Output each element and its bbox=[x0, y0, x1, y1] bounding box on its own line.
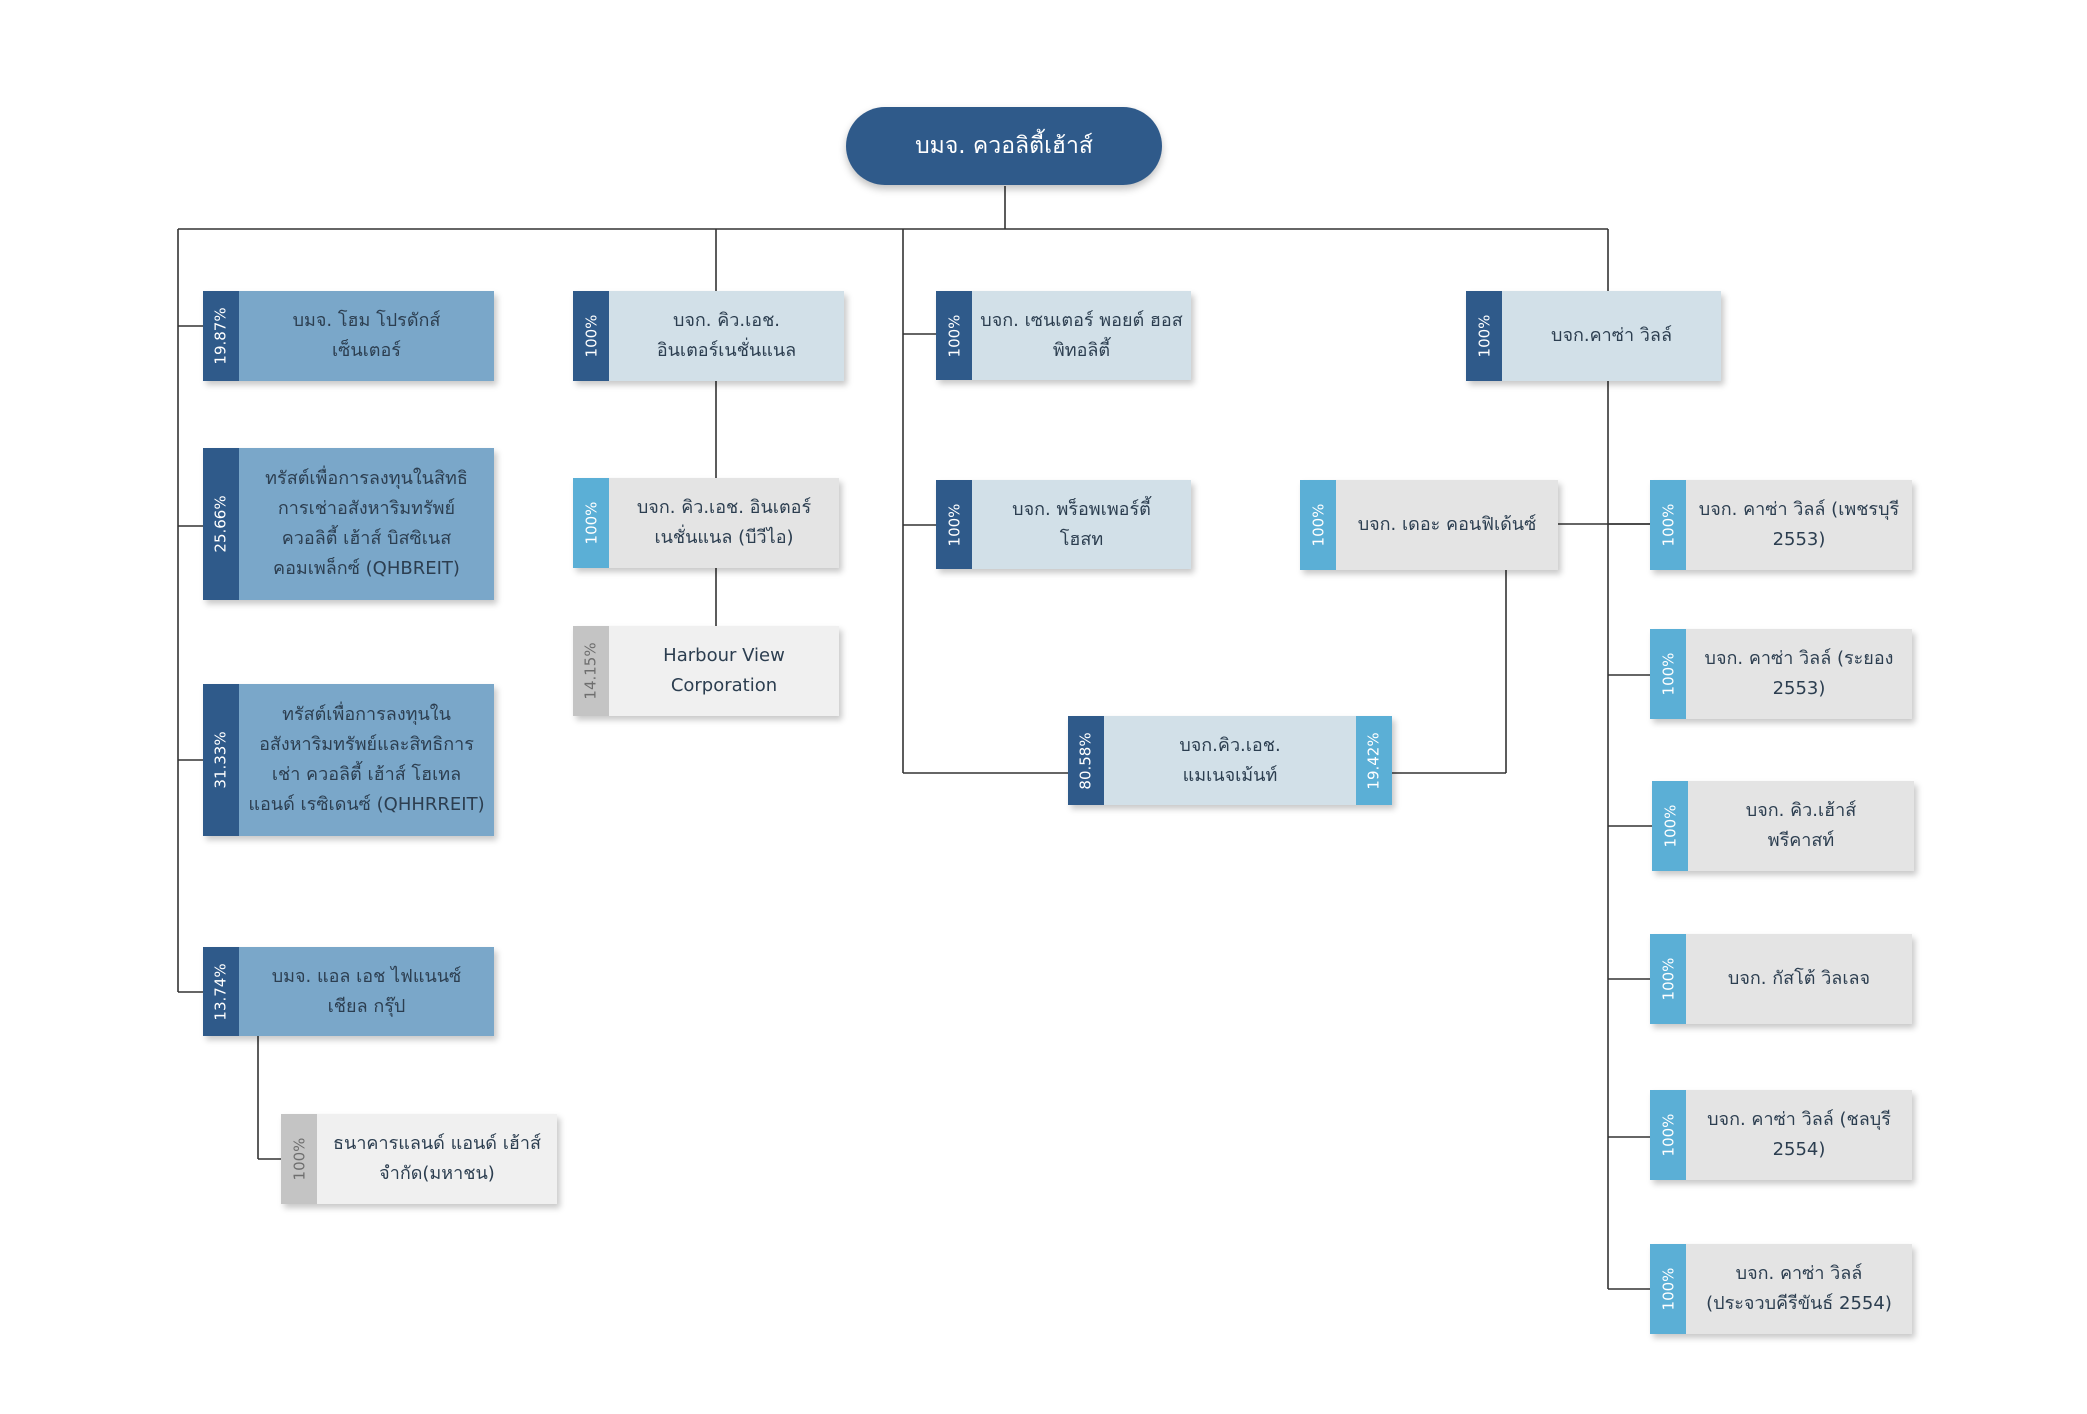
company-name: บจก. คาซ่า วิลล์ (เพชรบุรี 2553) bbox=[1698, 499, 1900, 550]
node-qh-management: 80.58% บจก.คิว.เอช. แมเนจเม้นท์ 19.42% bbox=[1068, 716, 1392, 805]
ownership-percent: 100% bbox=[936, 291, 972, 380]
node-harbour-view: 14.15% Harbour View Corporation bbox=[573, 626, 839, 716]
ownership-percent: 100% bbox=[1466, 291, 1502, 381]
root-company: บมจ. ควอลิตี้เฮ้าส์ bbox=[846, 107, 1162, 185]
company-name: บจก. พร็อพเพอร์ตี้ โฮสท bbox=[1012, 498, 1151, 550]
company-name: บจก.คาซ่า วิลล์ bbox=[1551, 325, 1672, 346]
ownership-percent: 100% bbox=[1650, 629, 1686, 719]
node-lh-financial: 13.74% บมจ. แอล เอช ไฟแนนซ์ เชียล กรุ๊ป bbox=[203, 947, 494, 1036]
node-casa-petchaburi: 100% บจก. คาซ่า วิลล์ (เพชรบุรี 2553) bbox=[1650, 480, 1912, 570]
company-name: ทรัสต์เพื่อการลงทุนใน อสังหาริมทรัพย์และ… bbox=[248, 704, 485, 815]
ownership-percent: 100% bbox=[1650, 1244, 1686, 1334]
company-name: บจก. คาซ่า วิลล์ (ชลบุรี 2554) bbox=[1707, 1109, 1891, 1160]
node-gusto-village: 100% บจก. กัสโต้ วิลเลจ bbox=[1650, 934, 1912, 1024]
ownership-percent: 100% bbox=[1650, 1090, 1686, 1180]
ownership-percent: 80.58% bbox=[1068, 716, 1104, 805]
company-name: ธนาคารแลนด์ แอนด์ เฮ้าส์ จำกัด(มหาชน) bbox=[333, 1133, 541, 1184]
company-name: บจก. เดอะ คอนฟิเด้นซ์ bbox=[1357, 514, 1537, 535]
node-casa-ville: 100% บจก.คาซ่า วิลล์ bbox=[1466, 291, 1721, 381]
company-name: บจก. คาซ่า วิลล์ (ระยอง 2553) bbox=[1704, 648, 1894, 699]
ownership-percent: 100% bbox=[936, 480, 972, 569]
ownership-percent: 25.66% bbox=[203, 448, 239, 600]
node-home-product: 19.87% บมจ. โฮม โปรดักส์ เซ็นเตอร์ bbox=[203, 291, 494, 381]
ownership-percent: 100% bbox=[281, 1114, 317, 1204]
company-name: Harbour View Corporation bbox=[663, 645, 785, 696]
node-the-confidence: 100% บจก. เดอะ คอนฟิเด้นซ์ bbox=[1300, 480, 1558, 570]
node-qh-international: 100% บจก. คิว.เอช. อินเตอร์เนชั่นแนล bbox=[573, 291, 844, 381]
node-qh-international-bvi: 100% บจก. คิว.เอช. อินเตอร์ เนชั่นแนล (บ… bbox=[573, 478, 839, 568]
node-qhhrreit: 31.33% ทรัสต์เพื่อการลงทุนใน อสังหาริมทร… bbox=[203, 684, 494, 836]
ownership-percent: 19.87% bbox=[203, 291, 239, 381]
company-name: บจก. กัสโต้ วิลเลจ bbox=[1727, 968, 1871, 989]
node-property-host: 100% บจก. พร็อพเพอร์ตี้ โฮสท bbox=[936, 480, 1191, 569]
ownership-percent: 31.33% bbox=[203, 684, 239, 836]
ownership-percent: 14.15% bbox=[573, 626, 609, 716]
ownership-percent: 13.74% bbox=[203, 947, 239, 1036]
company-name: บจก. คาซ่า วิลล์ (ประจวบคีรีขันธ์ 2554) bbox=[1706, 1263, 1892, 1314]
node-casa-rayong: 100% บจก. คาซ่า วิลล์ (ระยอง 2553) bbox=[1650, 629, 1912, 719]
root-company-label: บมจ. ควอลิตี้เฮ้าส์ bbox=[915, 133, 1093, 159]
node-qh-precast: 100% บจก. คิว.เฮ้าส์ พรีคาสท์ bbox=[1652, 781, 1914, 871]
company-name: บมจ. แอล เอช ไฟแนนซ์ เชียล กรุ๊ป bbox=[271, 965, 462, 1017]
company-name: บจก. คิว.เอช. อินเตอร์ เนชั่นแนล (บีวีไอ… bbox=[636, 497, 812, 548]
company-name: บมจ. โฮม โปรดักส์ เซ็นเตอร์ bbox=[292, 310, 441, 361]
node-casa-chonburi: 100% บจก. คาซ่า วิลล์ (ชลบุรี 2554) bbox=[1650, 1090, 1912, 1180]
node-center-point: 100% บจก. เซนเตอร์ พอยต์ ฮอส พิทอลิตี้ bbox=[936, 291, 1191, 380]
company-name: บจก. คิว.เอช. อินเตอร์เนชั่นแนล bbox=[656, 310, 797, 361]
ownership-percent: 100% bbox=[1650, 480, 1686, 570]
ownership-percent: 100% bbox=[573, 291, 609, 381]
company-name: ทรัสต์เพื่อการลงทุนในสิทธิ การเช่าอสังหา… bbox=[265, 468, 468, 579]
company-name: บจก.คิว.เอช. แมเนจเม้นท์ bbox=[1179, 734, 1281, 786]
node-casa-prachuap: 100% บจก. คาซ่า วิลล์ (ประจวบคีรีขันธ์ 2… bbox=[1650, 1244, 1912, 1334]
ownership-percent: 100% bbox=[1650, 934, 1686, 1024]
ownership-percent-secondary: 19.42% bbox=[1356, 716, 1392, 805]
node-lh-bank: 100% ธนาคารแลนด์ แอนด์ เฮ้าส์ จำกัด(มหาช… bbox=[281, 1114, 557, 1204]
company-name: บจก. เซนเตอร์ พอยต์ ฮอส พิทอลิตี้ bbox=[980, 309, 1183, 361]
ownership-percent: 100% bbox=[1652, 781, 1688, 871]
ownership-percent: 100% bbox=[1300, 480, 1336, 570]
node-qhbreit: 25.66% ทรัสต์เพื่อการลงทุนในสิทธิ การเช่… bbox=[203, 448, 494, 600]
company-name: บจก. คิว.เฮ้าส์ พรีคาสท์ bbox=[1745, 800, 1857, 851]
ownership-percent: 100% bbox=[573, 478, 609, 568]
